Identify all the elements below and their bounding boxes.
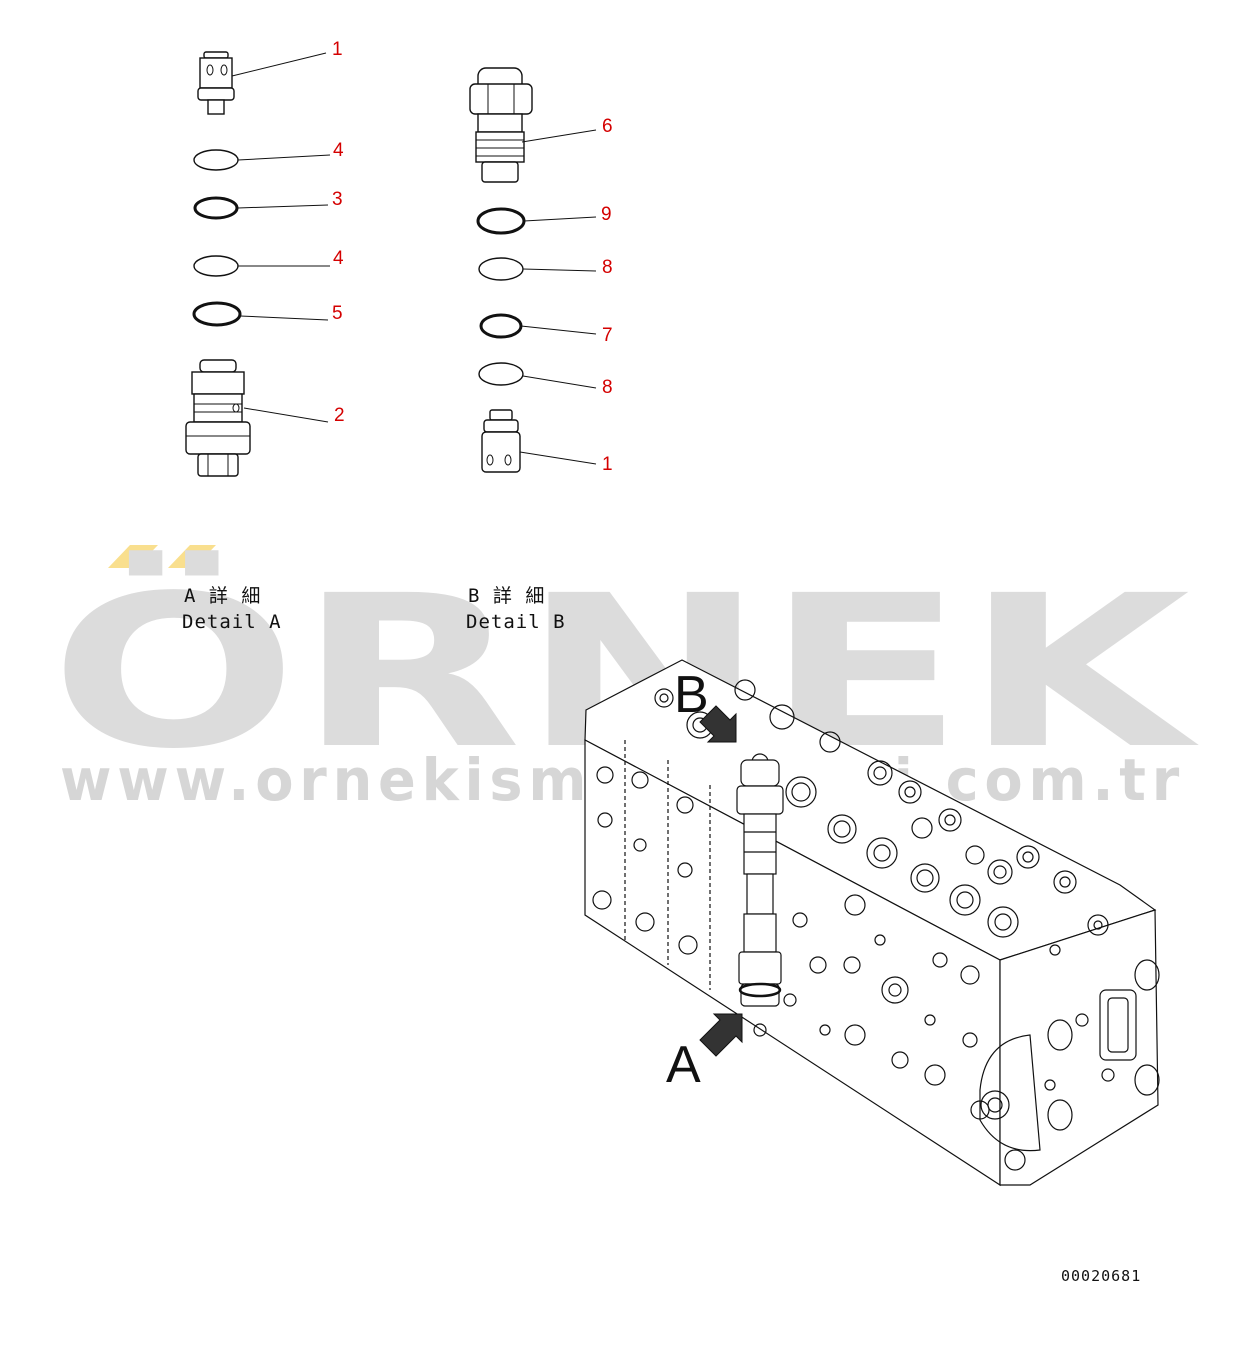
view-letter-a: A bbox=[666, 1036, 701, 1094]
ring-3-a bbox=[193, 196, 239, 220]
part-2-valve-a bbox=[185, 359, 251, 477]
callout-a-3: 3 bbox=[332, 189, 343, 210]
callout-a-5: 5 bbox=[332, 303, 343, 324]
detail-a-jp: A 詳 細 bbox=[184, 585, 261, 607]
part-1-plug-b bbox=[481, 409, 521, 473]
document-number: 00020681 bbox=[1061, 1267, 1141, 1285]
callout-a-6: 2 bbox=[334, 405, 345, 426]
arrow-b-icon bbox=[699, 705, 737, 743]
arrow-a-icon bbox=[699, 1013, 743, 1057]
cartridge-stack bbox=[736, 759, 784, 1007]
detail-b-label: B 詳 細 Detail B bbox=[466, 585, 566, 633]
part-6-plug-b bbox=[469, 67, 533, 183]
view-letter-b: B bbox=[674, 666, 709, 724]
watermark-accent-right bbox=[168, 545, 216, 568]
detail-b-parts bbox=[469, 67, 533, 473]
callout-b-6: 1 bbox=[602, 454, 613, 475]
view-arrow-b: B bbox=[674, 666, 737, 743]
callout-b-5: 8 bbox=[602, 377, 613, 398]
callout-a-4: 4 bbox=[333, 248, 344, 269]
watermark-accent-left bbox=[108, 545, 158, 568]
ring-8-lower-b bbox=[478, 362, 524, 386]
part-1-plug-a bbox=[197, 51, 235, 115]
callout-b-2: 9 bbox=[601, 204, 612, 225]
block-end-face bbox=[999, 909, 1159, 1186]
detail-a-parts bbox=[185, 51, 251, 477]
ring-9-b bbox=[476, 207, 526, 235]
callouts-detail-b: 6 9 8 7 8 1 bbox=[601, 116, 613, 475]
callout-b-1: 6 bbox=[602, 116, 613, 137]
detail-b-jp: B 詳 細 bbox=[468, 585, 545, 607]
callout-a-2: 4 bbox=[333, 140, 344, 161]
callout-b-4: 7 bbox=[602, 325, 613, 346]
ring-4-lower-a bbox=[193, 255, 239, 277]
ring-5-a bbox=[192, 301, 242, 327]
detail-b-en: Detail B bbox=[466, 611, 566, 633]
detail-a-en: Detail A bbox=[182, 611, 282, 633]
view-arrow-a: A bbox=[666, 1013, 743, 1094]
leader-lines bbox=[231, 52, 597, 465]
ring-7-b bbox=[479, 313, 523, 339]
callouts-detail-a: 1 4 3 4 5 2 bbox=[332, 39, 345, 426]
ring-4-upper-a bbox=[193, 149, 239, 171]
detail-a-label: A 詳 細 Detail A bbox=[182, 585, 282, 633]
callout-a-1: 1 bbox=[332, 39, 343, 60]
ring-8-upper-b bbox=[478, 257, 524, 281]
callout-b-3: 8 bbox=[602, 257, 613, 278]
